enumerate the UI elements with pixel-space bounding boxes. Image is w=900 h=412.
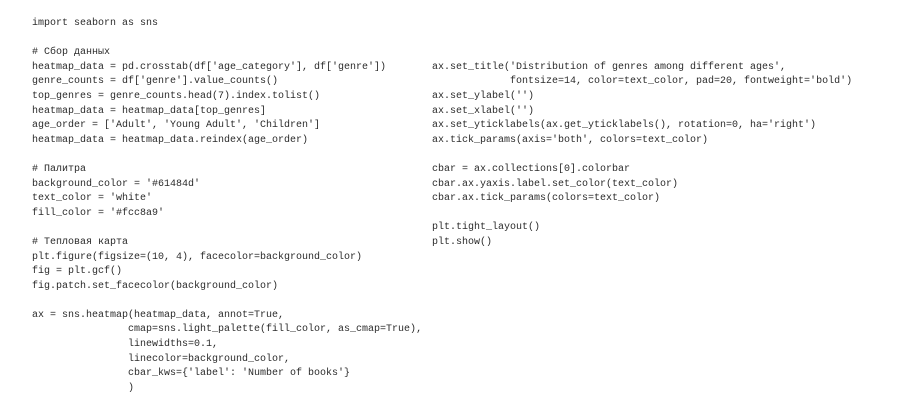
code-line: # Палитра bbox=[32, 163, 87, 175]
code-line bbox=[432, 207, 852, 222]
code-line: linewidths=0.1, bbox=[32, 339, 219, 351]
code-line: fig = plt.gcf() bbox=[32, 266, 123, 278]
code-line: heatmap_data = heatmap_data[top_genres] bbox=[32, 105, 267, 117]
code-line: heatmap_data = pd.crosstab(df['age_categ… bbox=[32, 61, 387, 73]
code-line: cbar.ax.tick_params(colors=text_color) bbox=[432, 193, 661, 205]
code-line: age_order = ['Adult', 'Young Adult', 'Ch… bbox=[32, 120, 321, 132]
code-line: background_color = '#61484d' bbox=[32, 178, 201, 190]
code-line: # Сбор данных bbox=[32, 47, 111, 59]
code-line: fill_color = '#fcc8a9' bbox=[32, 207, 165, 219]
code-line: text_color = 'white' bbox=[32, 193, 153, 205]
code-line: fig.patch.set_facecolor(background_color… bbox=[32, 280, 279, 292]
code-line: top_genres = genre_counts.head(7).index.… bbox=[32, 90, 321, 102]
code-line bbox=[32, 221, 422, 236]
code-line: # Тепловая карта bbox=[32, 236, 129, 248]
code-line bbox=[432, 148, 852, 163]
code-line: cbar = ax.collections[0].colorbar bbox=[432, 163, 631, 175]
code-line bbox=[32, 32, 422, 47]
code-line: plt.show() bbox=[432, 236, 493, 248]
code-line: ax.set_xlabel('') bbox=[432, 105, 535, 117]
code-line bbox=[32, 294, 422, 309]
code-line: import seaborn as sns bbox=[32, 18, 159, 29]
code-column-left: import seaborn as sns # Сбор данных heatma… bbox=[32, 17, 422, 396]
code-line: linecolor=background_color, bbox=[32, 353, 291, 365]
code-line: plt.tight_layout() bbox=[432, 222, 541, 234]
code-line: cmap=sns.light_palette(fill_color, as_cm… bbox=[32, 324, 423, 336]
code-line: genre_counts = df['genre'].value_counts(… bbox=[32, 76, 279, 88]
code-line: ax.set_title('Distribution of genres amo… bbox=[432, 61, 787, 73]
code-line: ax = sns.heatmap(heatmap_data, annot=Tru… bbox=[32, 309, 285, 321]
code-line: heatmap_data = heatmap_data.reindex(age_… bbox=[32, 134, 309, 146]
code-line: cbar.ax.yaxis.label.set_color(text_color… bbox=[432, 178, 679, 190]
code-column-right: ax.set_title('Distribution of genres amo… bbox=[432, 61, 852, 251]
code-line: ax.set_ylabel('') bbox=[432, 90, 535, 102]
code-line: fontsize=14, color=text_color, pad=20, f… bbox=[432, 76, 853, 88]
code-line bbox=[32, 148, 422, 163]
code-line: cbar_kws={'label': 'Number of books'} bbox=[32, 368, 351, 380]
code-line: ax.tick_params(axis='both', colors=text_… bbox=[432, 134, 709, 146]
code-line: ) bbox=[32, 382, 135, 394]
code-line: ax.set_yticklabels(ax.get_yticklabels(),… bbox=[432, 120, 817, 132]
code-line: plt.figure(figsize=(10, 4), facecolor=ba… bbox=[32, 251, 363, 263]
